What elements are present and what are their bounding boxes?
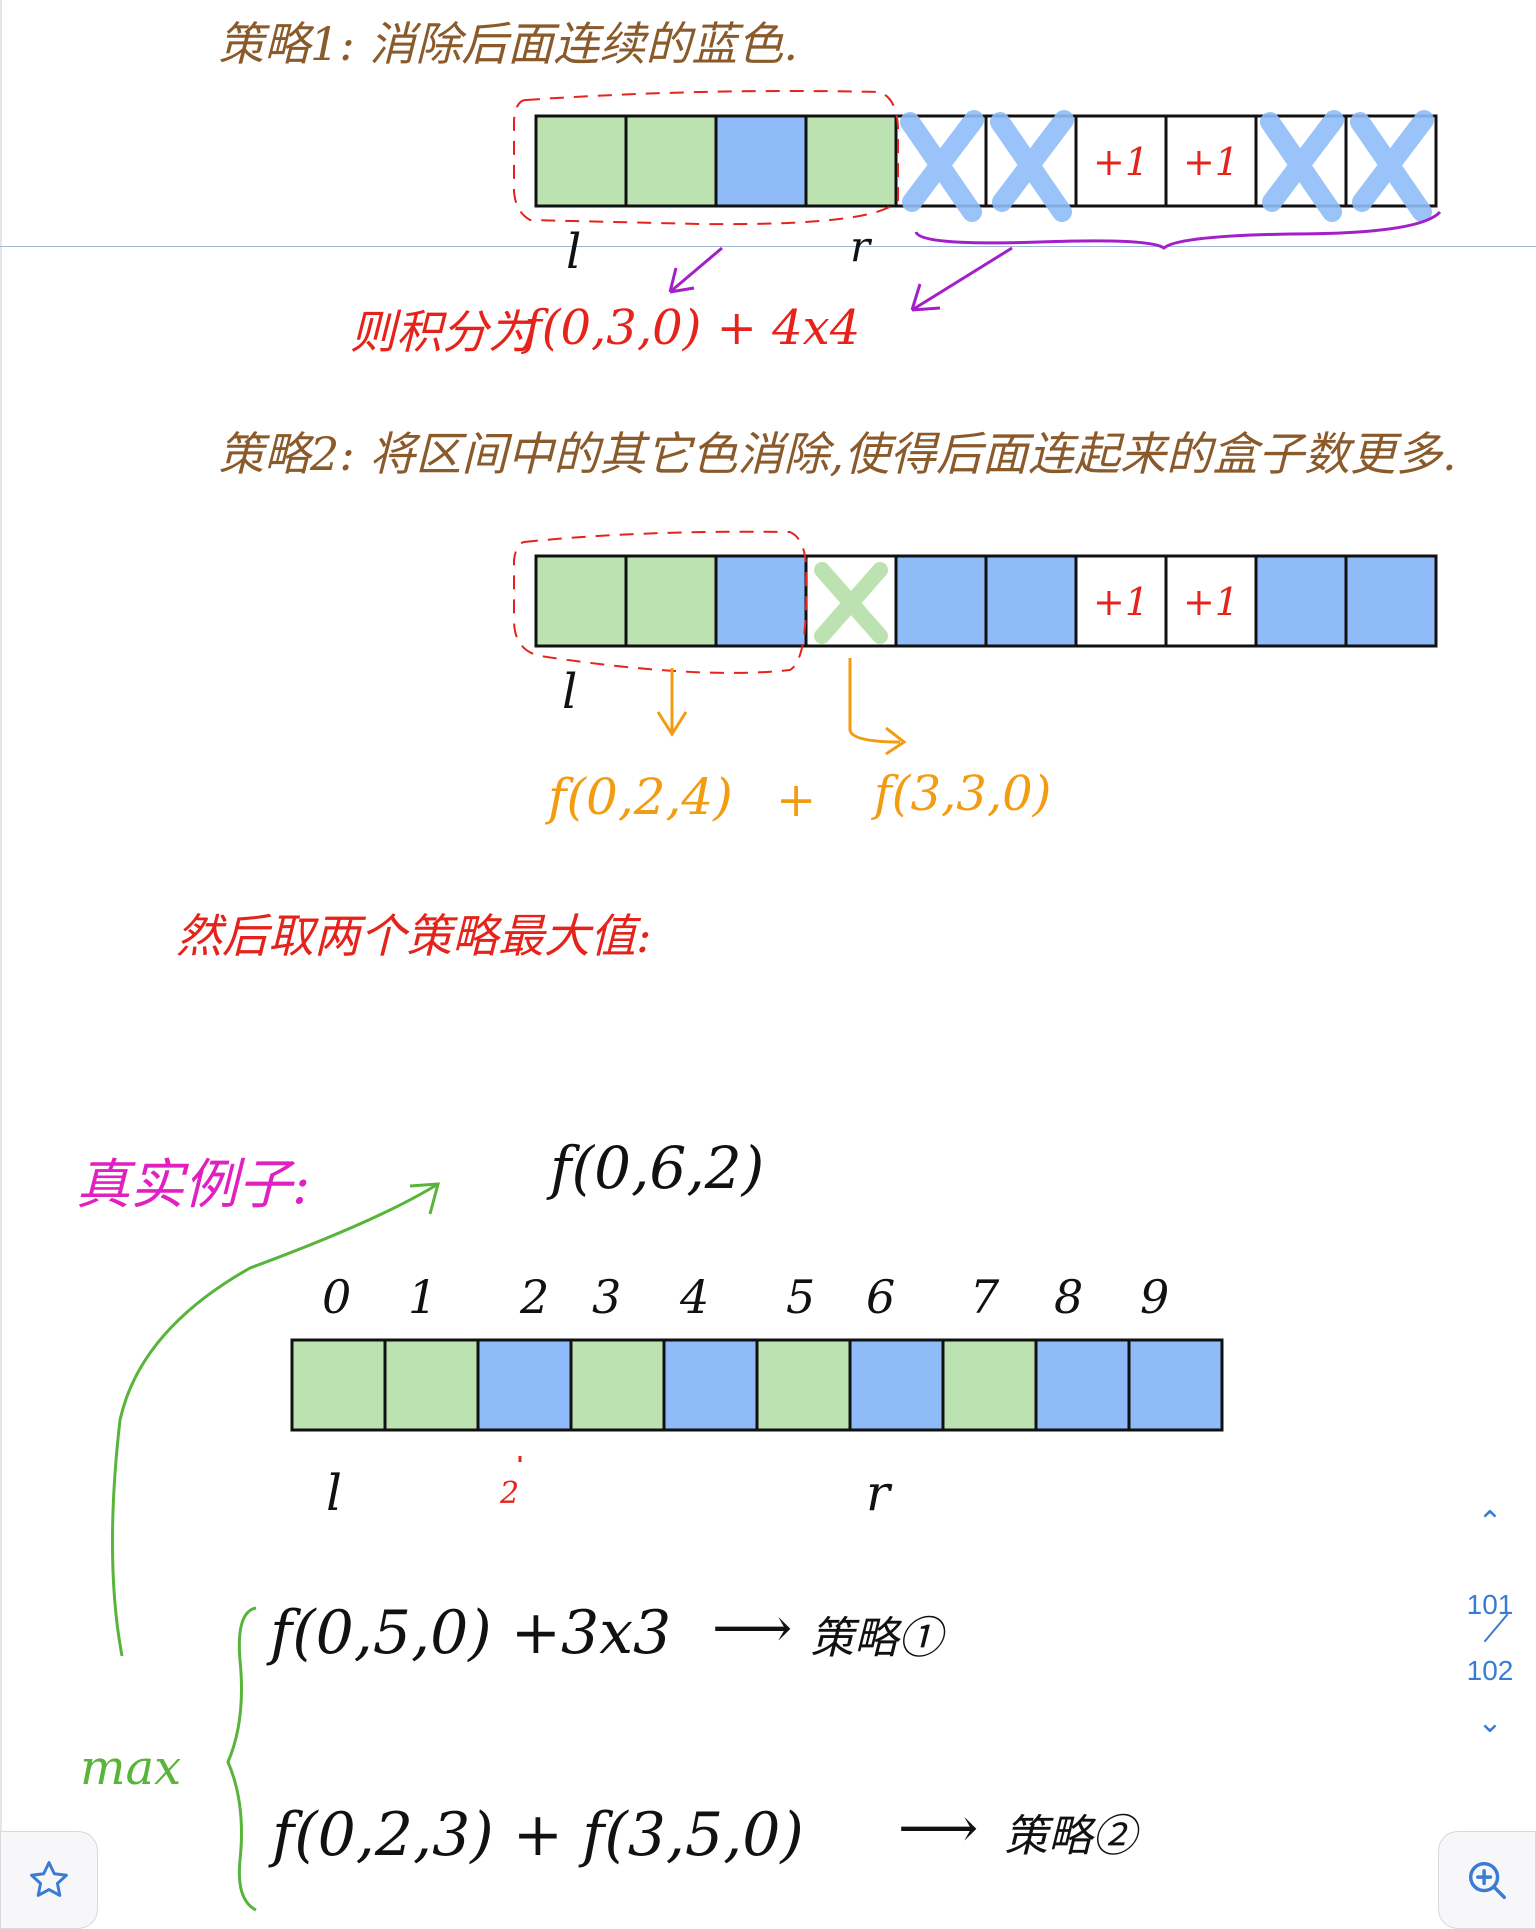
strategy2-formula-left: f(0,2,4): [548, 768, 733, 826]
box-plus: [1164, 554, 1258, 648]
box-green: [804, 114, 898, 208]
box-blue: [1344, 554, 1438, 648]
index-8: 8: [1054, 1270, 1084, 1324]
strategy2-formula-right: f(3,3,0): [874, 766, 1052, 822]
current-page: 101: [1466, 1589, 1514, 1620]
box-blue: [714, 554, 808, 648]
arrow-right-range: [910, 246, 1013, 312]
cross-mark: [900, 110, 984, 222]
cross-mark: [1350, 110, 1434, 222]
index-7: 7: [970, 1270, 1000, 1324]
left-pointer-label: l: [566, 224, 582, 280]
arrow-left-range: [668, 246, 723, 294]
cross-mark-green: [814, 562, 888, 644]
option1-formula: f(0,5,0) +3x3: [270, 1598, 672, 1668]
box-green: [290, 1338, 387, 1432]
favorite-button[interactable]: [0, 1831, 98, 1929]
box-blue: [476, 1338, 573, 1432]
box-green: [755, 1338, 852, 1432]
box-green: [534, 114, 628, 208]
box-row-strategy2: +1 +1: [534, 554, 1438, 648]
chevron-down-icon[interactable]: ⌄: [1477, 1706, 1503, 1739]
box-green: [624, 114, 718, 208]
box-plus: [1164, 114, 1258, 208]
chevron-up-icon[interactable]: ⌃: [1477, 1506, 1503, 1539]
arrow-right-part: [848, 658, 907, 756]
option2-arrow: ⟶: [898, 1796, 979, 1861]
strategy2-plus: +: [776, 772, 817, 828]
plus-one-label: +1: [1183, 140, 1239, 184]
example-call: f(0,6,2): [550, 1134, 765, 1202]
strategy1-formula: f(0,3,0) + 4x4: [524, 300, 861, 356]
brace-crossed-boxes: [914, 210, 1442, 250]
strategy1-title: 策略1: 消除后面连续的蓝色.: [218, 17, 799, 71]
plus-one-label: +1: [1093, 140, 1149, 184]
box-plus: [1074, 114, 1168, 208]
page-navigator: ⌃ 101 102 ⌄: [1444, 1505, 1536, 1765]
cross-mark: [1260, 110, 1344, 222]
box-blue: [848, 1338, 945, 1432]
selection-strategy2: [513, 530, 808, 674]
star-icon: [30, 1861, 68, 1897]
box-green: [624, 554, 718, 648]
option2-formula: f(0,2,3) + f(3,5,0): [272, 1800, 804, 1870]
index-3: 3: [592, 1270, 622, 1324]
max-label: max: [80, 1740, 182, 1796]
index-2: 2: [520, 1270, 550, 1324]
example-left-pointer: l: [326, 1464, 342, 1522]
plus-one-label: +1: [1183, 580, 1239, 624]
zoom-in-button[interactable]: [1438, 1831, 1536, 1929]
index-9: 9: [1140, 1270, 1170, 1324]
curved-arrow-max: [111, 1182, 440, 1657]
box-green: [569, 1338, 666, 1432]
example-title: 真实例子:: [76, 1153, 311, 1216]
box-plus: [1074, 554, 1168, 648]
page-edge: [0, 0, 2, 1917]
box-blue: [894, 554, 988, 648]
box-green: [941, 1338, 1038, 1432]
example-right-pointer: r: [866, 1464, 890, 1522]
plus-one-label: +1: [1093, 580, 1149, 624]
index-5: 5: [786, 1270, 816, 1324]
box-blue: [1127, 1338, 1224, 1432]
box-row-strategy1: +1 +1: [534, 110, 1438, 222]
index-0: 0: [322, 1270, 352, 1324]
index-4: 4: [680, 1270, 710, 1324]
strategy1-result-label: 则积分为: [350, 305, 534, 359]
max-brace: [226, 1606, 257, 1912]
option1-arrow: ⟶: [712, 1596, 793, 1661]
index-6: 6: [866, 1270, 896, 1324]
option2-tag: 策略②: [1004, 1811, 1136, 1862]
box-blue: [1254, 554, 1348, 648]
example-mark-two: 2: [500, 1476, 520, 1511]
box-green: [383, 1338, 480, 1432]
strategy2-title: 策略2: 将区间中的其它色消除,使得后面连起来的盒子数更多.: [218, 427, 1457, 481]
selection-strategy1: [512, 90, 900, 226]
zoom-in-icon: [1468, 1861, 1506, 1899]
page-divider: [0, 246, 1536, 247]
right-pointer-label: r: [850, 222, 871, 271]
box-blue: [662, 1338, 759, 1432]
option1-tag: 策略①: [810, 1613, 942, 1664]
index-1: 1: [408, 1270, 438, 1324]
left-pointer-label-2: l: [562, 664, 578, 720]
box-blue: [984, 554, 1078, 648]
arrow-left-part: [656, 668, 688, 737]
box-blue: [714, 114, 808, 208]
box-row-example: [290, 1338, 1224, 1432]
total-pages: 102: [1466, 1655, 1514, 1686]
cross-mark: [990, 110, 1074, 222]
box-green: [534, 554, 628, 648]
conclusion-text: 然后取两个策略最大值:: [176, 909, 652, 963]
box-blue: [1034, 1338, 1131, 1432]
